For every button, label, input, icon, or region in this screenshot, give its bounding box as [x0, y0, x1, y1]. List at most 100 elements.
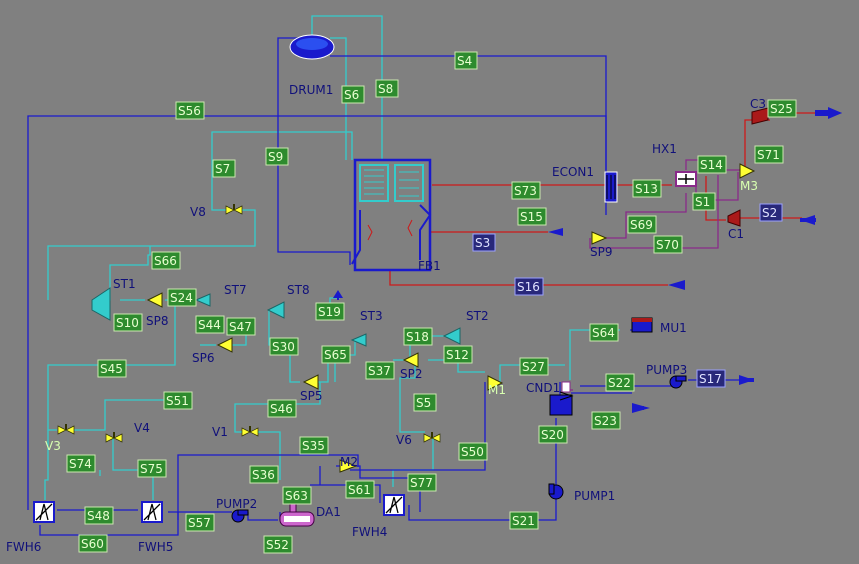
stream-label[interactable]: S63 — [282, 486, 312, 505]
svg-text:S14: S14 — [700, 158, 723, 172]
stream-label[interactable]: S23 — [591, 411, 621, 430]
stream-label[interactable]: S64 — [589, 323, 619, 342]
stream-label[interactable]: S7 — [212, 159, 236, 178]
stream-label[interactable]: S4 — [454, 51, 478, 70]
stream-label[interactable]: S51 — [163, 391, 193, 410]
stream-label[interactable]: S14 — [697, 155, 727, 174]
stream-label[interactable]: S75 — [137, 459, 167, 478]
stream-label[interactable]: S20 — [538, 425, 568, 444]
steam-turbine-icon[interactable] — [266, 301, 285, 319]
stream-label[interactable]: S60 — [78, 534, 108, 553]
svg-text:S7: S7 — [215, 162, 230, 176]
stream-label[interactable]: S17 — [696, 369, 726, 388]
stream-label[interactable]: S30 — [269, 337, 299, 356]
block-label: ST7 — [224, 283, 247, 297]
stream-label[interactable]: S24 — [167, 288, 197, 307]
pump-icon[interactable] — [669, 375, 687, 389]
drum-vessel-icon[interactable] — [289, 34, 335, 60]
splitter-icon[interactable] — [146, 292, 163, 308]
stream-label[interactable]: S66 — [151, 251, 181, 270]
stream-label[interactable]: S36 — [249, 465, 279, 484]
mixer-icon[interactable] — [339, 459, 358, 473]
stream-label[interactable]: S6 — [341, 85, 365, 104]
valve-icon[interactable] — [105, 432, 123, 443]
svg-text:S44: S44 — [198, 318, 221, 332]
block-label: DRUM1 — [289, 83, 333, 97]
svg-text:S46: S46 — [270, 402, 293, 416]
stream-label[interactable]: S69 — [627, 215, 657, 234]
svg-text:S52: S52 — [266, 538, 289, 552]
valve-icon[interactable] — [57, 424, 75, 435]
stream-label[interactable]: S3 — [472, 233, 496, 252]
stream-label[interactable]: S61 — [345, 480, 375, 499]
fluidized-bed-boiler-icon[interactable] — [351, 158, 432, 272]
stream-label[interactable]: S45 — [97, 359, 127, 378]
pump-icon[interactable] — [548, 483, 564, 500]
svg-text:S19: S19 — [318, 305, 341, 319]
splitter-icon[interactable] — [591, 231, 608, 245]
stream-label[interactable]: S5 — [413, 393, 437, 412]
feedwater-heater-icon[interactable] — [141, 501, 163, 523]
valve-icon[interactable] — [241, 426, 259, 437]
steam-turbine-icon[interactable] — [442, 327, 461, 345]
svg-text:S1: S1 — [695, 195, 710, 209]
valve-icon[interactable] — [423, 432, 441, 443]
condenser-icon[interactable] — [549, 381, 574, 416]
stream-label[interactable]: S48 — [84, 506, 114, 525]
stream-label[interactable]: S77 — [407, 473, 437, 492]
steam-turbine-icon[interactable] — [350, 333, 367, 347]
stream-label[interactable]: S47 — [226, 317, 256, 336]
feedwater-heater-icon[interactable] — [33, 501, 55, 523]
mixer-icon[interactable] — [487, 375, 504, 391]
stream-label[interactable]: S74 — [66, 454, 96, 473]
stream-label[interactable]: S25 — [767, 99, 797, 118]
stream-label[interactable]: S57 — [185, 513, 215, 532]
stream-label[interactable]: S44 — [195, 315, 225, 334]
stream-label[interactable]: S16 — [514, 277, 544, 296]
stream-label[interactable]: S70 — [653, 235, 683, 254]
valve-icon[interactable] — [225, 204, 243, 215]
stream-label[interactable]: S27 — [519, 357, 549, 376]
stream-label[interactable]: S50 — [458, 442, 488, 461]
compressor-icon[interactable] — [751, 107, 769, 125]
stream-label[interactable]: S1 — [692, 192, 716, 211]
svg-text:S21: S21 — [512, 514, 535, 528]
svg-text:S47: S47 — [229, 320, 252, 334]
block-label: FWH4 — [352, 525, 387, 539]
compressor-icon[interactable] — [727, 209, 741, 227]
stream-label[interactable]: S2 — [759, 203, 783, 222]
stream-label[interactable]: S13 — [632, 179, 662, 198]
splitter-icon[interactable] — [402, 352, 419, 368]
stream-label[interactable]: S15 — [517, 207, 547, 226]
splitter-icon[interactable] — [302, 374, 319, 390]
stream-label[interactable]: S21 — [509, 511, 539, 530]
stream-label[interactable]: S73 — [511, 181, 541, 200]
stream-label[interactable]: S35 — [299, 436, 329, 455]
mixer-icon[interactable] — [739, 163, 756, 179]
stream-label[interactable]: S46 — [267, 399, 297, 418]
stream-label[interactable]: S37 — [365, 361, 395, 380]
stream-label[interactable]: S56 — [175, 101, 205, 120]
pump-icon[interactable] — [231, 509, 249, 523]
stream-label[interactable]: S18 — [403, 327, 433, 346]
stream-label[interactable]: S65 — [321, 345, 351, 364]
svg-text:S12: S12 — [446, 348, 469, 362]
block-label: M1 — [488, 383, 506, 397]
stream-label[interactable]: S19 — [315, 302, 345, 321]
stream-label[interactable]: S22 — [605, 373, 635, 392]
stream-label[interactable]: S71 — [754, 145, 784, 164]
feedwater-heater-icon[interactable] — [383, 494, 405, 516]
deaerator-icon[interactable] — [279, 502, 315, 527]
svg-text:S6: S6 — [344, 88, 359, 102]
stream-label[interactable]: S10 — [113, 313, 143, 332]
splitter-icon[interactable] — [216, 337, 233, 353]
heat-exchanger-icon[interactable] — [675, 171, 697, 187]
steam-turbine-icon[interactable] — [194, 293, 211, 307]
stream-label[interactable]: S12 — [443, 345, 473, 364]
stream-label[interactable]: S8 — [375, 79, 399, 98]
makeup-tank-icon[interactable] — [631, 317, 653, 333]
economizer-icon[interactable] — [604, 171, 618, 203]
steam-turbine-icon[interactable] — [91, 287, 111, 321]
stream-label[interactable]: S9 — [265, 147, 289, 166]
stream-label[interactable]: S52 — [263, 535, 293, 554]
